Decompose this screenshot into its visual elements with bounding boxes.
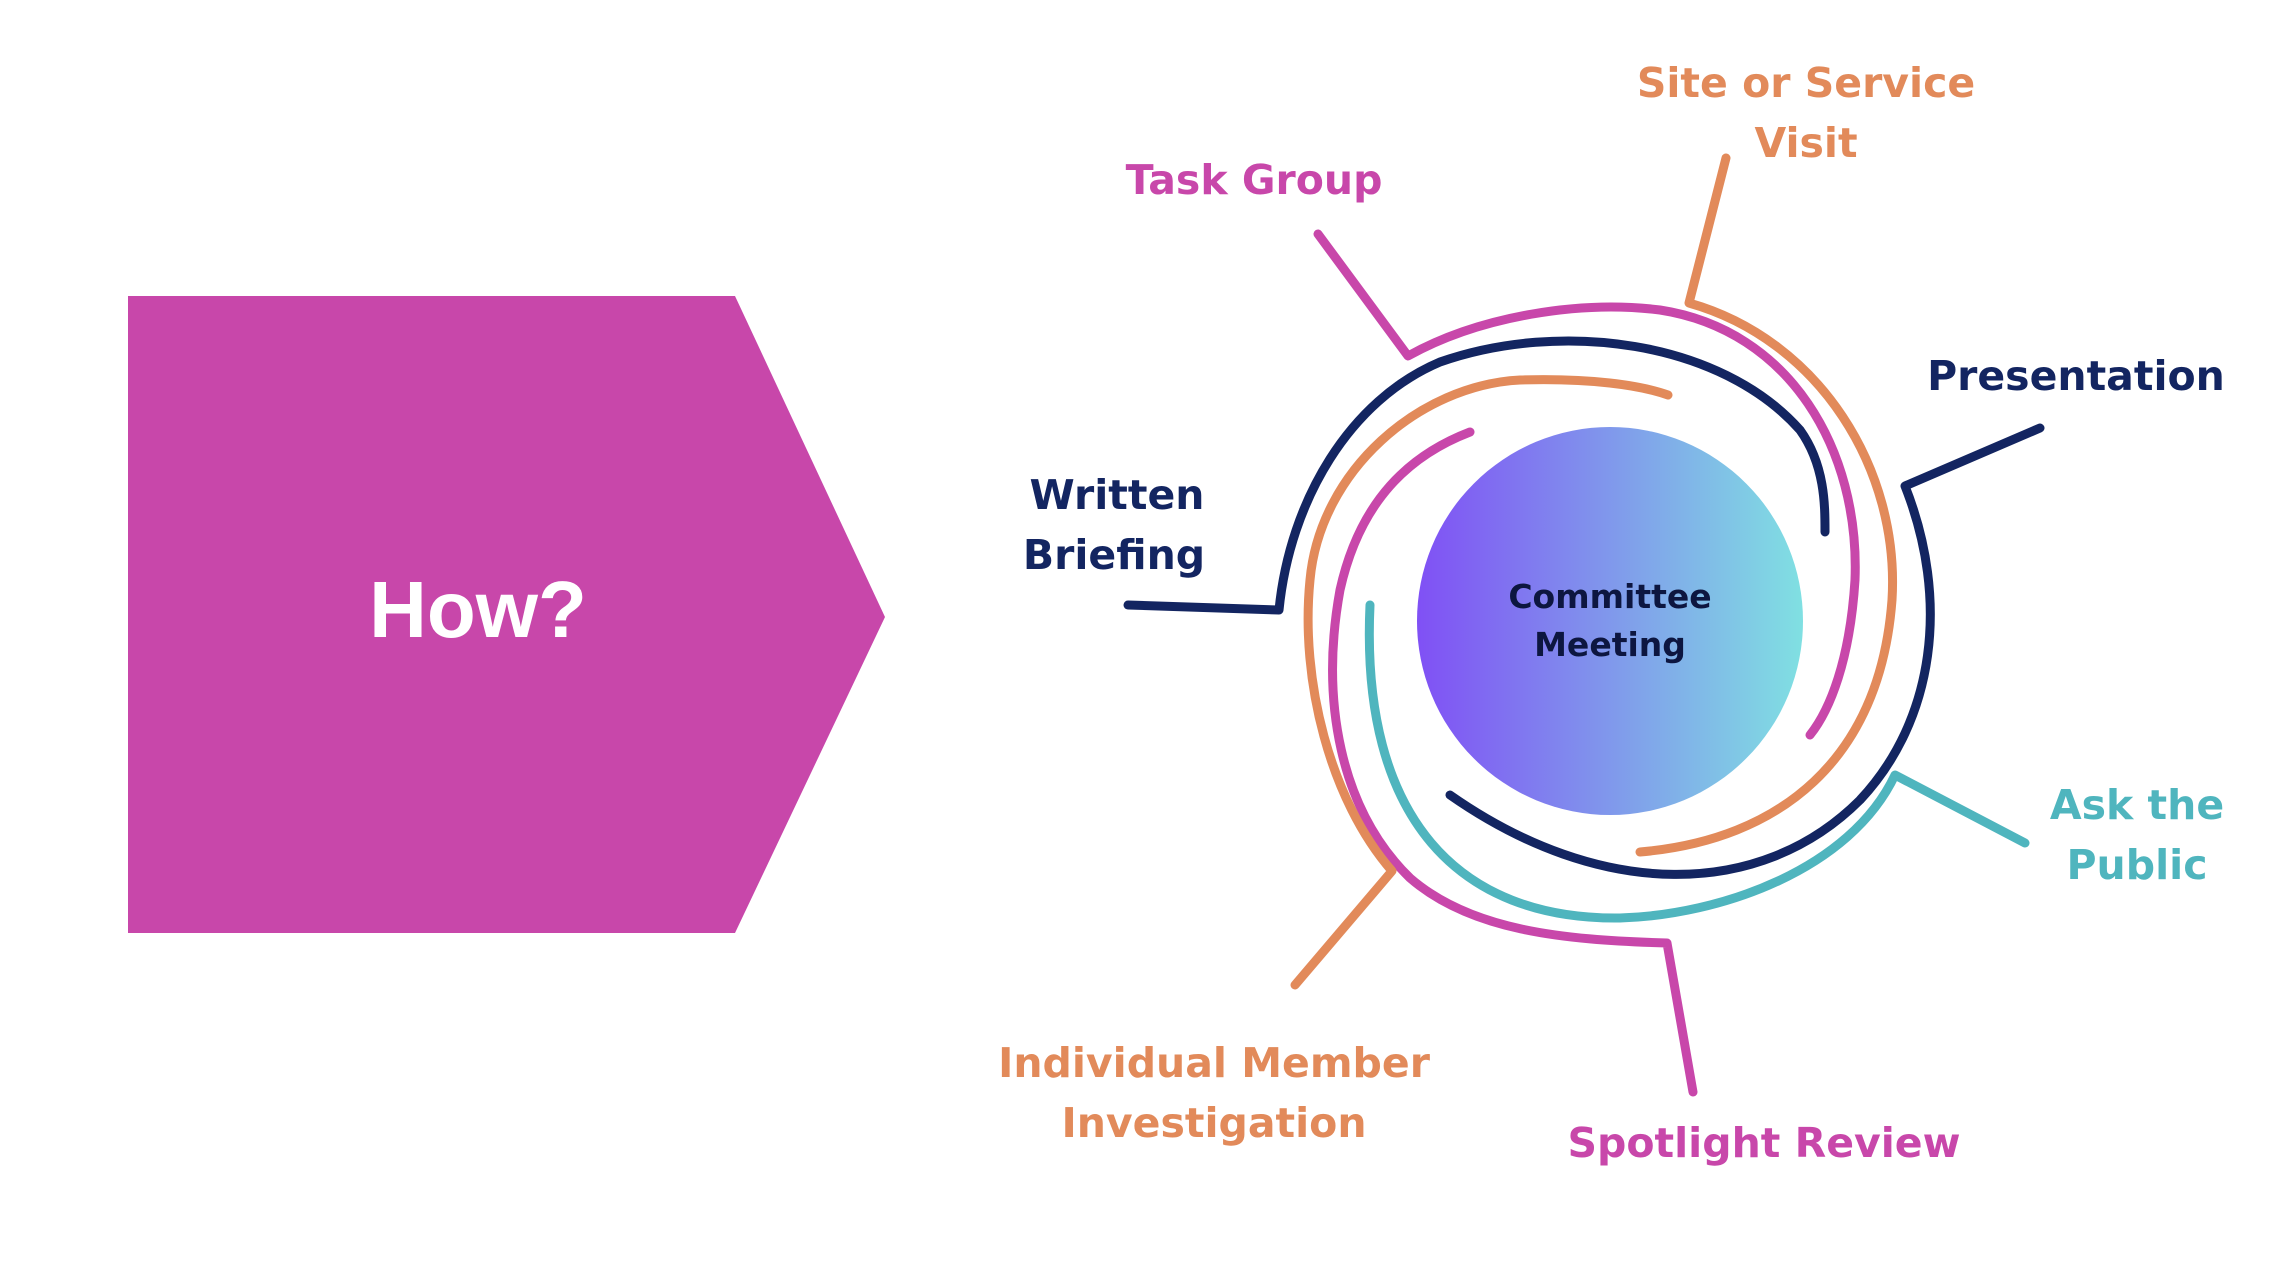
committee-meeting-circle xyxy=(1417,427,1803,815)
how-label: How? xyxy=(369,565,587,654)
how-arrow-shape xyxy=(128,296,885,933)
individual-member-connector xyxy=(1290,375,1673,990)
site-visit-label-line2: Visit xyxy=(1754,119,1857,167)
ask-public-label-line2: Public xyxy=(2067,841,2208,889)
task-group-label: Task Group xyxy=(1126,156,1383,204)
method-labels: Site or Service Visit Task Group Present… xyxy=(998,59,2225,1167)
how-arrow: How? xyxy=(128,296,885,933)
committee-meeting-label-line1: Committee xyxy=(1508,577,1711,616)
spotlight-review-connector xyxy=(1328,427,1698,1097)
written-briefing-label-line2: Briefing xyxy=(1023,531,1205,579)
individual-member-label-line2: Investigation xyxy=(1061,1099,1366,1147)
committee-meeting-node: Committee Meeting xyxy=(1417,427,1803,815)
task-group-connector xyxy=(1313,229,1860,740)
ask-public-connector xyxy=(1364,600,2030,923)
written-briefing-label-line1: Written xyxy=(1030,471,1205,519)
spiral-arcs xyxy=(1123,153,2045,1097)
site-visit-label-line1: Site or Service xyxy=(1637,59,1975,107)
presentation-connector xyxy=(1445,423,2045,879)
presentation-label: Presentation xyxy=(1927,352,2225,400)
committee-meeting-label-line2: Meeting xyxy=(1534,625,1686,664)
spotlight-review-label: Spotlight Review xyxy=(1567,1119,1960,1167)
individual-member-label-line1: Individual Member xyxy=(998,1039,1431,1087)
ask-public-label-line1: Ask the xyxy=(2050,781,2224,829)
site-visit-connector xyxy=(1635,153,1898,857)
written-briefing-connector xyxy=(1123,336,1830,615)
